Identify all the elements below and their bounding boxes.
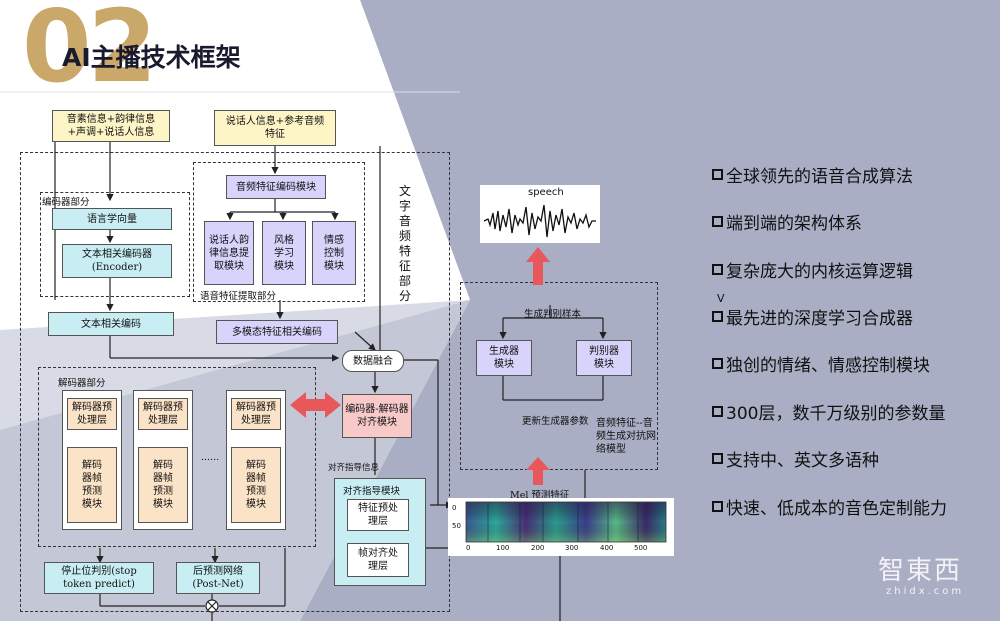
speaker-info-box: 说话人信息+参考音频特征 [214, 110, 336, 146]
watermark-url: zhidx.com [886, 586, 965, 597]
mel-spectrogram [465, 501, 667, 543]
feature-text: 300层，数千万级别的参数量 [726, 404, 946, 424]
text-audio-section-label: 文字音频特征部分 [399, 184, 412, 303]
page-title: AI主播技术框架 [62, 43, 241, 72]
linguistic-vector-box: 语言学向量 [52, 208, 172, 230]
checkbox-square-icon [712, 311, 723, 322]
align-info-label: 对齐指导信息 [328, 463, 380, 473]
data-fusion-box: 数据融合 [342, 350, 404, 372]
feature-item-4: 最先进的深度学习合成器 [712, 304, 913, 329]
speech-waveform-panel: speech [480, 185, 600, 243]
feature-text: 全球领先的语音合成算法 [726, 167, 913, 187]
update-generator-label: 更新生成器参数 [522, 416, 589, 427]
speech-label: speech [528, 187, 564, 198]
gan-region [460, 282, 658, 470]
discriminator-module-box: 判别器模块 [576, 340, 632, 376]
encoder-section-label: 编码器部分 [42, 197, 90, 208]
bidirectional-red-arrow [290, 392, 341, 418]
encoder-region [40, 192, 190, 297]
feature-item-2: 端到端的架构体系 [712, 209, 862, 234]
feature-text: 复杂庞大的内核运算逻辑 [726, 262, 913, 282]
decoder-ellipsis: ...... [201, 452, 220, 463]
text-encoder-box: 文本相关编码器(Encoder) [62, 244, 172, 278]
feature-preprocess-box: 特征预处理层 [347, 499, 409, 531]
decoder-frame-predict-box-1: 解码器帧预测模块 [67, 447, 117, 523]
frame-align-box: 帧对齐处理层 [347, 543, 409, 577]
post-net-box: 后预测网络(Post-Net) [176, 562, 260, 594]
checkbox-square-icon [712, 406, 723, 417]
mel-x-tick-4: 400 [600, 544, 614, 552]
feature-text: 快速、低成本的音色定制能力 [726, 499, 947, 519]
feature-text: 独创的情绪、情感控制模块 [726, 356, 930, 376]
mel-y-tick-1: 50 [452, 522, 461, 530]
audio-extract-section-label: 语音特征提取部分 [200, 291, 277, 302]
mel-x-tick-1: 100 [496, 544, 510, 552]
watermark-logo: 智東西 [878, 556, 963, 586]
text-encoding-box: 文本相关编码 [48, 312, 174, 336]
feature-item-8: 快速、低成本的音色定制能力 [712, 494, 947, 519]
decoder-preprocess-box-3: 解码器预处理层 [231, 398, 281, 430]
decoder-region [38, 367, 316, 547]
speech-waveform [483, 204, 596, 238]
gan-model-label: 音频特征--音频生成对抗网络模型 [596, 418, 656, 455]
decoder-preprocess-box-2: 解码器预处理层 [138, 398, 188, 430]
feature-text: 支持中、英文多语种 [726, 451, 879, 471]
stray-mark: V [717, 292, 725, 305]
generator-module-box: 生成器模块 [476, 340, 532, 376]
style-learning-box: 风格学习模块 [262, 221, 306, 285]
checkbox-square-icon [712, 264, 723, 275]
checkbox-square-icon [712, 501, 723, 512]
align-guide-module-label: 对齐指导模块 [343, 486, 401, 497]
encoder-decoder-align-box: 编码器-解码器对齐模块 [342, 394, 412, 438]
feature-item-5: 独创的情绪、情感控制模块 [712, 351, 930, 376]
mel-x-tick-2: 200 [531, 544, 545, 552]
checkbox-square-icon [712, 216, 723, 227]
text-audio-feature-region [20, 152, 450, 612]
feature-text: 最先进的深度学习合成器 [726, 309, 913, 329]
mel-x-tick-0: 0 [466, 544, 471, 552]
stop-token-box: 停止位判别(stop token predict) [44, 562, 154, 594]
mel-x-tick-5: 500 [634, 544, 648, 552]
feature-item-6: 300层，数千万级别的参数量 [712, 399, 945, 424]
speaker-prosody-extract-box: 说话人韵律信息提取模块 [204, 221, 254, 285]
feature-item-3: 复杂庞大的内核运算逻辑 [712, 257, 913, 282]
phoneme-info-box: 音素信息+韵律信息+声调+说话人信息 [52, 110, 170, 142]
decoder-preprocess-box-1: 解码器预处理层 [67, 398, 117, 430]
decoder-section-label: 解码器部分 [58, 378, 106, 389]
decoder-frame-predict-box-3: 解码器帧预测模块 [231, 447, 281, 523]
checkbox-square-icon [712, 169, 723, 180]
mel-y-tick-0: 0 [452, 504, 457, 512]
audio-extract-region [193, 162, 365, 302]
checkbox-square-icon [712, 358, 723, 369]
multimodal-encoding-box: 多模态特征相关编码 [216, 320, 338, 344]
emotion-control-box: 情感控制模块 [312, 221, 356, 285]
checkbox-square-icon [712, 453, 723, 464]
feature-text: 端到端的架构体系 [726, 214, 862, 234]
mel-spectrogram-panel: 0 50 0 100 200 300 400 500 [448, 498, 674, 556]
feature-item-1: 全球领先的语音合成算法 [712, 162, 913, 187]
feature-item-7: 支持中、英文多语种 [712, 446, 879, 471]
section-number: 02 [22, 0, 157, 105]
mel-x-tick-3: 300 [565, 544, 579, 552]
decoder-frame-predict-box-2: 解码器帧预测模块 [138, 447, 188, 523]
mel-label: Mel 预测特征 [510, 490, 570, 501]
audio-encoder-module-box: 音频特征编码模块 [226, 175, 326, 199]
generate-samples-label: 生成判别样本 [524, 309, 582, 320]
